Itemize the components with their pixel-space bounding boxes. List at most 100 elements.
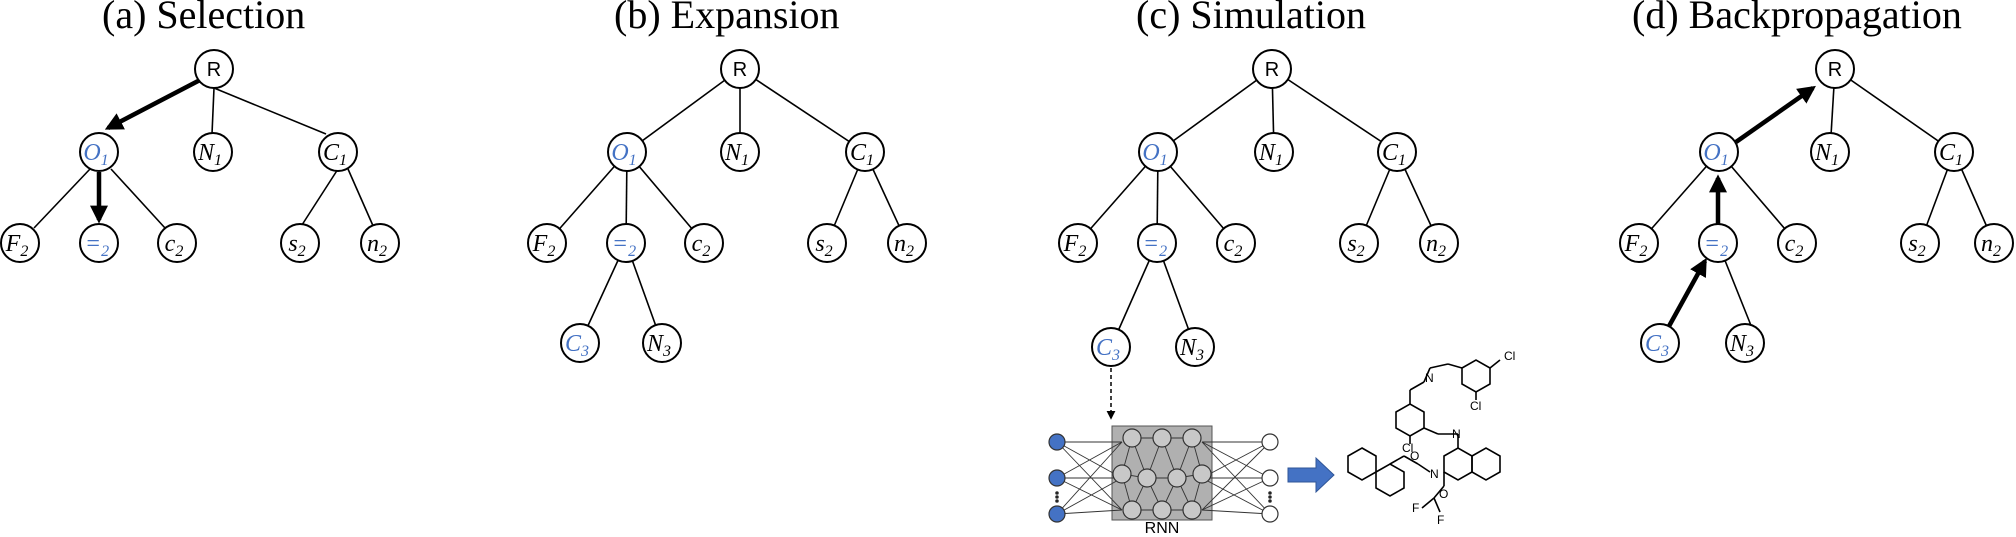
- rnn-network: RNN: [1048, 425, 1279, 537]
- edge: [1834, 68, 1955, 153]
- node-s2: s2: [807, 223, 847, 263]
- node-c2: c2: [684, 223, 724, 263]
- rnn-output-node: [1261, 469, 1279, 487]
- node-n1: N1: [1254, 132, 1294, 172]
- edge: [110, 168, 166, 229]
- svg-text:C3: C3: [565, 331, 589, 360]
- svg-text:R: R: [207, 59, 221, 81]
- selection-path-arrow: [104, 78, 202, 130]
- rnn-hidden-node: [1167, 468, 1187, 488]
- rnn-connection: [1201, 441, 1271, 479]
- node-c3: C3: [1091, 327, 1131, 367]
- node-s2: s2: [280, 223, 320, 263]
- rnn-ellipsis-dot: [1055, 495, 1059, 499]
- svg-text:s2: s2: [288, 231, 305, 260]
- svg-text:N1: N1: [1814, 140, 1839, 169]
- panel-backpropagation: (d) Backpropagation R O1 N1 C1 F2 =2 c2 …: [1619, 0, 2014, 363]
- svg-text:O1: O1: [1142, 140, 1167, 169]
- node-n1: N1: [1810, 132, 1850, 172]
- node-n3: N3: [1175, 327, 1215, 367]
- rnn-connection: [1056, 477, 1123, 515]
- rnn-hidden-node: [1182, 500, 1202, 520]
- rnn-connection: [1201, 477, 1271, 511]
- node-c3: C3: [560, 323, 600, 363]
- edge: [1077, 151, 1159, 244]
- node-o1: O1: [1138, 132, 1178, 172]
- node-eq2: =2: [1698, 223, 1738, 263]
- rnn-connection: [1056, 441, 1123, 511]
- svg-text:N3: N3: [1179, 335, 1204, 364]
- node-c1: C1: [318, 132, 358, 172]
- svg-text:N1: N1: [1258, 140, 1283, 169]
- svg-text:Cl: Cl: [1504, 349, 1515, 363]
- node-eq2: =2: [79, 223, 119, 263]
- svg-text:F2: F2: [1624, 231, 1648, 260]
- rnn-hidden-node: [1152, 428, 1172, 448]
- svg-text:F2: F2: [532, 231, 556, 260]
- svg-text:O: O: [1439, 487, 1448, 501]
- edge: [739, 68, 866, 153]
- panel-expansion: (b) Expansion R O1 N1 C1 F2 =2 c2 s2 n2 …: [527, 0, 927, 363]
- rnn-connection: [1201, 441, 1271, 515]
- svg-text:C3: C3: [1096, 335, 1120, 364]
- svg-text:Cl: Cl: [1402, 441, 1413, 455]
- node-c3: C3: [1640, 323, 1680, 363]
- rnn-connection: [1056, 441, 1123, 515]
- svg-text:N: N: [1452, 427, 1461, 441]
- svg-text:n2: n2: [367, 231, 387, 260]
- node-o1: O1: [79, 132, 119, 172]
- rnn-ellipsis-dot: [1268, 495, 1272, 499]
- edge: [347, 168, 375, 229]
- rnn-input-node: [1048, 505, 1066, 523]
- edge: [299, 168, 339, 229]
- svg-text:F: F: [1412, 501, 1419, 515]
- rnn-connection: [1056, 509, 1123, 515]
- node-n3: N3: [1725, 323, 1765, 363]
- node-c2: c2: [1777, 223, 1817, 263]
- rnn-ellipsis-dot: [1268, 491, 1272, 495]
- svg-text:=2: =2: [1704, 231, 1728, 260]
- svg-text:s2: s2: [1347, 231, 1364, 260]
- rnn-connection: [1201, 441, 1271, 511]
- edge: [1638, 151, 1720, 244]
- edge: [213, 87, 327, 135]
- panel-selection: (a) Selection R O1 N1 C1 F2 =2 c2 s2 n2: [0, 0, 400, 263]
- panel-title-expansion: (b) Expansion: [614, 0, 840, 37]
- svg-text:C1: C1: [850, 140, 874, 169]
- svg-text:N3: N3: [646, 331, 671, 360]
- panel-title-simulation: (c) Simulation: [1136, 0, 1366, 37]
- node-n3: N3: [642, 323, 682, 363]
- svg-text:O1: O1: [611, 140, 636, 169]
- edge: [33, 168, 91, 229]
- node-f2: F2: [0, 223, 40, 263]
- node-s2: s2: [1900, 223, 1940, 263]
- molecule-atom-labels: Cl N Cl N Cl O N O F F: [1402, 349, 1515, 527]
- svg-text:s2: s2: [815, 231, 832, 260]
- svg-text:n2: n2: [1426, 231, 1446, 260]
- edge: [1157, 68, 1273, 153]
- node-c2: c2: [157, 223, 197, 263]
- svg-text:c2: c2: [1224, 231, 1243, 260]
- node-n2: n2: [1419, 223, 1459, 263]
- rnn-hidden-node: [1122, 500, 1142, 520]
- node-root: R: [194, 49, 234, 89]
- svg-text:F: F: [1437, 513, 1444, 527]
- svg-text:=2: =2: [85, 231, 109, 260]
- rnn-ellipsis-dot: [1268, 499, 1272, 503]
- node-n2: n2: [1974, 223, 2014, 263]
- node-n2: n2: [887, 223, 927, 263]
- rnn-hidden-node: [1122, 428, 1142, 448]
- svg-text:=2: =2: [1143, 231, 1167, 260]
- node-eq2: =2: [606, 223, 646, 263]
- node-root: R: [720, 49, 760, 89]
- rnn-output-node: [1261, 433, 1279, 451]
- node-root: R: [1252, 49, 1292, 89]
- node-o1: O1: [1699, 132, 1739, 172]
- node-c1: C1: [1934, 132, 1974, 172]
- rnn-connection: [1056, 441, 1123, 479]
- backprop-path-arrow: [1666, 257, 1707, 330]
- node-root: R: [1815, 49, 1855, 89]
- svg-text:O: O: [1410, 449, 1419, 463]
- edge: [211, 87, 215, 135]
